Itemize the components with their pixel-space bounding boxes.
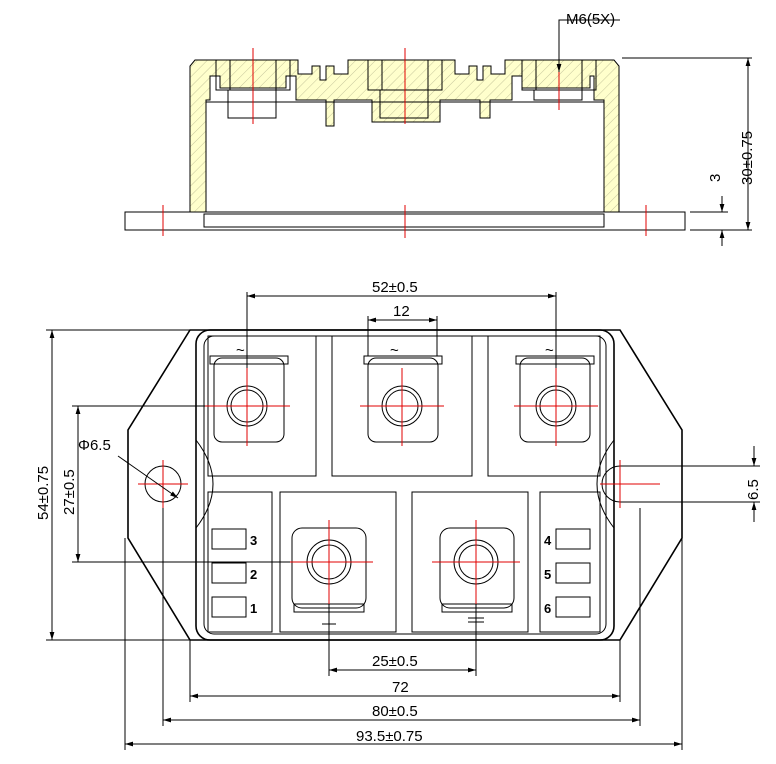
inner-width-dim: 72 [392,679,409,696]
dc-pitch-dim: 25±0.5 [372,653,418,670]
pin-label-5: 5 [544,567,551,582]
housing-top [195,329,615,641]
mount-pitch-dim: 80±0.5 [372,703,418,720]
housing-section [189,59,620,213]
slot-width-dim: 6.5 [745,479,762,500]
overall-length-dim: 93.5±0.75 [356,728,423,745]
terminal-pitch-dim: 52±0.5 [372,279,418,296]
terminal-width-dim: 12 [393,303,410,320]
pin-label-3: 3 [250,533,257,548]
pin-label-1: 1 [250,601,257,616]
ac-terminal-2: ~ [363,342,443,443]
ac-symbol-2: ~ [390,342,399,359]
dc-terminal-pos [439,527,515,623]
ac-terminal-1: ~ [209,342,289,443]
height-total-dim: 30±0.75 [739,131,756,185]
pin-label-2: 2 [250,567,257,582]
ac-symbol-3: ~ [545,342,554,359]
pin-label-4: 4 [544,533,552,548]
base-recess [203,213,605,228]
thread-callout: M6(5X) [566,11,615,28]
hole-dia-callout: Φ6.5 [78,437,111,454]
ac-symbol-1: ~ [236,342,245,359]
ac-terminal-3: ~ [515,342,595,443]
pin-label-6: 6 [544,601,551,616]
body-height-dim: 54±0.75 [35,466,52,520]
side-view: M6(5X) 30±0.75 3 [124,11,756,246]
top-view: ~ ~ ~ [35,279,762,750]
centerlines [138,368,660,604]
base-thickness-dim: 3 [707,174,724,182]
hole-pitch-dim: 27±0.5 [61,469,78,515]
base-outline [127,329,683,641]
